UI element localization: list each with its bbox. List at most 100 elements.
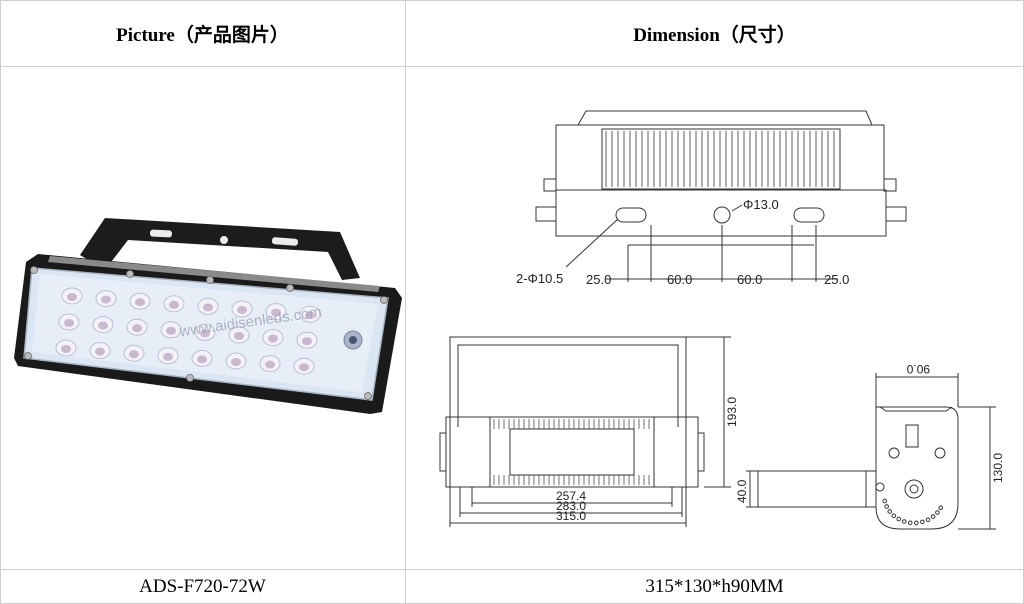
- center-hole-leader: [731, 204, 743, 212]
- model-size: 315*130*h90MM: [645, 575, 784, 597]
- front-end-left: [439, 432, 447, 472]
- front-fins: [489, 416, 655, 488]
- led-chip: [64, 319, 74, 327]
- adjustment-hole: [884, 504, 889, 509]
- heat-sink-fins: [48, 256, 380, 292]
- table-border-left: [0, 0, 1, 604]
- screw-icon: [126, 270, 134, 278]
- bracket-label: 40.0: [735, 479, 749, 503]
- front-bracket: [449, 336, 687, 427]
- adjustment-hole: [938, 505, 944, 511]
- model-name: ADS-F720-72W: [139, 575, 266, 597]
- top-view-knob-left: [535, 206, 557, 222]
- center-hole-label: Φ13.0: [743, 197, 779, 212]
- front-view-drawing: [439, 336, 731, 527]
- front-bracket-inner: [457, 344, 679, 427]
- table-border-top: [0, 0, 1024, 1]
- screw-icon: [24, 352, 32, 360]
- led-chip: [135, 298, 145, 307]
- led-chip: [305, 311, 315, 320]
- led-chip: [271, 308, 281, 317]
- column-divider: [405, 0, 406, 604]
- adjustment-hole: [935, 510, 940, 515]
- led-chip: [237, 306, 247, 314]
- top-view-ear-left: [543, 178, 557, 192]
- adjustment-hole: [891, 513, 897, 519]
- top-view-lens-edge: [577, 110, 873, 126]
- led-chip: [197, 355, 207, 364]
- screw-icon: [364, 392, 372, 400]
- adjustment-hole: [925, 517, 931, 523]
- footer-divider: [0, 569, 1024, 570]
- sensor-lens: [349, 336, 357, 344]
- width-label: 315.0: [556, 509, 586, 523]
- bracket-slot-left: [149, 229, 172, 238]
- adjustment-hole: [901, 519, 907, 524]
- screw-icon: [30, 266, 38, 274]
- led-chip: [132, 324, 142, 333]
- hole-leader: [565, 218, 619, 268]
- technical-drawings: 2-Φ10.5 Φ13.0 25.0 60.0 60.0 25.0: [439, 110, 1005, 530]
- adjustment-hole: [907, 520, 913, 526]
- adjustment-hole: [930, 514, 936, 519]
- fin-lines: [605, 131, 835, 187]
- top-view-drawing: [535, 110, 907, 282]
- side-pivot-icon: [904, 479, 924, 499]
- width-label: 257.4: [556, 489, 586, 503]
- led-chip: [299, 363, 309, 372]
- led-chip: [61, 345, 71, 353]
- dimension-drawing: 2-Φ10.5 Φ13.0 25.0 60.0 60.0 25.0: [406, 67, 1023, 569]
- spacing-label: 60.0: [667, 272, 692, 287]
- led-chip: [231, 358, 241, 366]
- led-chip: [169, 300, 179, 309]
- led-chip: [268, 334, 278, 343]
- led-chip: [203, 303, 213, 312]
- width-label: 283.0: [556, 499, 586, 513]
- adjustment-hole: [896, 516, 902, 522]
- led-chip: [265, 360, 275, 369]
- front-end-right: [697, 432, 705, 472]
- led-chip: [302, 337, 312, 346]
- center-hole: [713, 206, 731, 224]
- adjustment-hole: [914, 520, 919, 526]
- slot-hole-left: [615, 207, 647, 223]
- height-label: 193.0: [725, 397, 739, 427]
- side-junction: [905, 424, 919, 448]
- led-chip: [101, 295, 111, 304]
- side-screw-icon: [875, 482, 885, 492]
- side-screw-icon: [934, 447, 946, 459]
- led-chip: [95, 347, 105, 356]
- top-view-bracket: [555, 189, 887, 237]
- bracket-hole: [220, 236, 228, 244]
- led-chip: [200, 329, 210, 338]
- spacing-label: 60.0: [737, 272, 762, 287]
- spacing-label: 25.0: [824, 272, 849, 287]
- hole-label: 2-Φ10.5: [516, 271, 563, 286]
- led-chip: [234, 332, 244, 340]
- led-chip: [163, 352, 173, 361]
- slot-hole-right: [793, 207, 825, 223]
- bracket-slot-right: [271, 237, 298, 246]
- spacing-label: 25.0: [586, 272, 611, 287]
- adjustment-hole: [882, 498, 888, 504]
- led-chip: [98, 321, 108, 330]
- top-view-knob-right: [885, 206, 907, 222]
- screw-icon: [380, 296, 388, 304]
- screw-icon: [186, 374, 194, 382]
- adjustment-hole: [920, 519, 925, 525]
- top-view-ear-right: [883, 178, 897, 192]
- dimension-header: Dimension（尺寸）: [633, 24, 796, 46]
- side-view-drawing: [746, 373, 996, 530]
- screw-icon: [206, 276, 214, 284]
- led-grid: [55, 287, 321, 375]
- side-screw-icon: [888, 447, 900, 459]
- adjustment-holes: [882, 498, 944, 526]
- led-chip: [67, 293, 77, 301]
- side-body: [875, 406, 959, 530]
- led-chip: [129, 350, 139, 359]
- picture-header: Picture（产品图片）: [116, 24, 289, 46]
- adjustment-hole: [887, 509, 893, 514]
- front-label-plate: [509, 428, 635, 476]
- product-picture: www.aidisenleds.com: [10, 200, 405, 420]
